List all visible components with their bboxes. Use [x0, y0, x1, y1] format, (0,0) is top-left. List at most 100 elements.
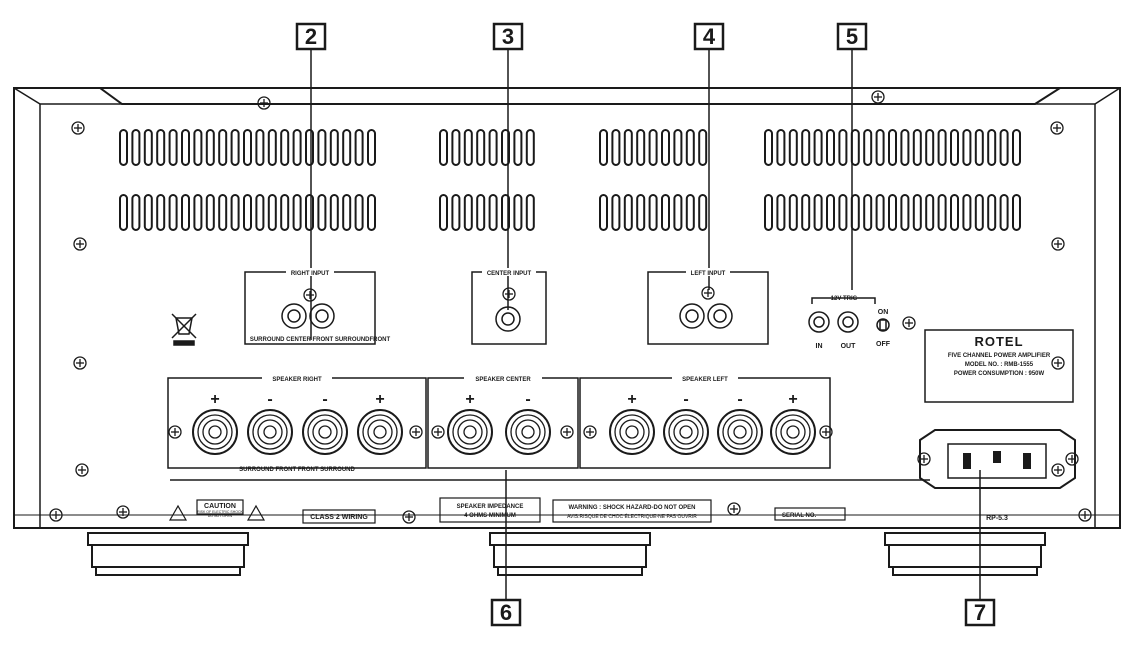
nameplate-line1: FIVE CHANNEL POWER AMPLIFIER: [948, 353, 1051, 359]
vent-slot: [354, 194, 364, 231]
vent-slot: [267, 129, 277, 166]
vent-slot: [826, 129, 835, 166]
speaker-right-label: SPEAKER RIGHT: [272, 377, 322, 383]
vent-slot: [838, 194, 848, 231]
vent-slot: [342, 194, 352, 231]
vent-slot: [280, 194, 290, 231]
binding-post: [505, 409, 551, 455]
vent-slot: [962, 129, 972, 166]
vent-slot: [937, 129, 947, 166]
vent-slot: [451, 194, 461, 231]
screw: [116, 505, 130, 519]
vent-slot: [838, 129, 848, 166]
vent-slot: [451, 129, 461, 166]
screw: [871, 90, 885, 104]
vent-slot: [661, 194, 670, 231]
vent-slot: [888, 129, 897, 166]
vent-slot: [950, 129, 959, 166]
vent-slot: [636, 129, 646, 166]
polarity-mark: -: [322, 391, 327, 408]
screw: [1065, 452, 1079, 466]
weee-recycle-icon: [171, 313, 197, 346]
vent-slot: [367, 129, 376, 166]
caution-sub2: DO NOT OPEN: [208, 514, 233, 518]
vent-slot: [131, 194, 141, 231]
callout-6: 6: [500, 600, 512, 625]
callout-7: 7: [974, 600, 986, 625]
vent-slot: [599, 129, 608, 166]
screw: [409, 425, 423, 439]
screw: [1078, 508, 1092, 522]
screw: [583, 425, 597, 439]
nameplate-frame: [924, 329, 1074, 403]
vent-slot: [131, 129, 141, 166]
vent-slot: [329, 194, 339, 231]
trigger-off-label: OFF: [876, 341, 891, 348]
vent-slot: [698, 194, 708, 231]
speaker-left-label: SPEAKER LEFT: [682, 377, 728, 383]
nameplate-line3: POWER CONSUMPTION : 950W: [954, 371, 1045, 377]
vent-slot: [648, 129, 658, 166]
vent-slot: [525, 194, 535, 231]
vent-slot: [525, 129, 535, 166]
vent-slot: [863, 129, 873, 166]
vent-slot: [168, 129, 178, 166]
screw: [73, 237, 87, 251]
screw: [71, 121, 85, 135]
power-model-label: RP-5.3: [986, 515, 1008, 522]
vent-slot: [205, 194, 215, 231]
vent-slot: [317, 129, 327, 166]
vent-slot: [623, 129, 633, 166]
screw: [402, 510, 416, 524]
screw: [902, 316, 916, 330]
vent-slot: [813, 194, 823, 231]
vent-slot: [181, 129, 190, 166]
binding-post: [770, 409, 816, 455]
callout-3: 3: [502, 24, 514, 49]
vent-slot: [611, 194, 621, 231]
vent-slot: [685, 129, 695, 166]
vent-slot: [788, 194, 798, 231]
ventilation-slots: [119, 129, 1021, 231]
vent-slot: [513, 194, 523, 231]
vent-slot: [850, 194, 860, 231]
vent-slot: [501, 129, 510, 166]
binding-post: [717, 409, 763, 455]
class2-wiring-label: CLASS 2 WIRING: [310, 514, 368, 521]
vent-slot: [292, 194, 302, 231]
vent-slot: [776, 194, 786, 231]
right-input-label: RIGHT INPUT: [291, 271, 330, 277]
polarity-mark: -: [683, 391, 688, 408]
screw: [257, 96, 271, 110]
vent-slot: [925, 194, 935, 231]
vent-slot: [900, 129, 910, 166]
vent-slot: [698, 129, 708, 166]
vent-slot: [900, 194, 910, 231]
vent-slot: [488, 129, 498, 166]
binding-post: [663, 409, 709, 455]
binding-post: [447, 409, 493, 455]
vent-slot: [912, 194, 922, 231]
vent-slot: [788, 129, 798, 166]
trigger-in-label: IN: [816, 343, 823, 350]
trigger-on-label: ON: [878, 309, 889, 316]
screw: [1050, 121, 1064, 135]
binding-post: [302, 409, 348, 455]
vent-slot: [255, 129, 265, 166]
screw: [727, 502, 741, 516]
left-input-panel: [647, 271, 769, 345]
vent-slot: [143, 194, 153, 231]
vent-slot: [776, 129, 786, 166]
center-input-label: CENTER INPUT: [487, 271, 532, 277]
center-input-panel: [471, 271, 547, 345]
screw: [73, 356, 87, 370]
vent-slot: [661, 129, 670, 166]
vent-slot: [999, 129, 1009, 166]
ac-power-inlet: [919, 429, 1076, 489]
vent-slot: [801, 194, 811, 231]
vent-slot: [648, 194, 658, 231]
vent-slot: [888, 194, 897, 231]
caution-sub1: RISK OF ELECTRIC SHOCK: [197, 510, 243, 514]
vent-slot: [119, 129, 128, 166]
